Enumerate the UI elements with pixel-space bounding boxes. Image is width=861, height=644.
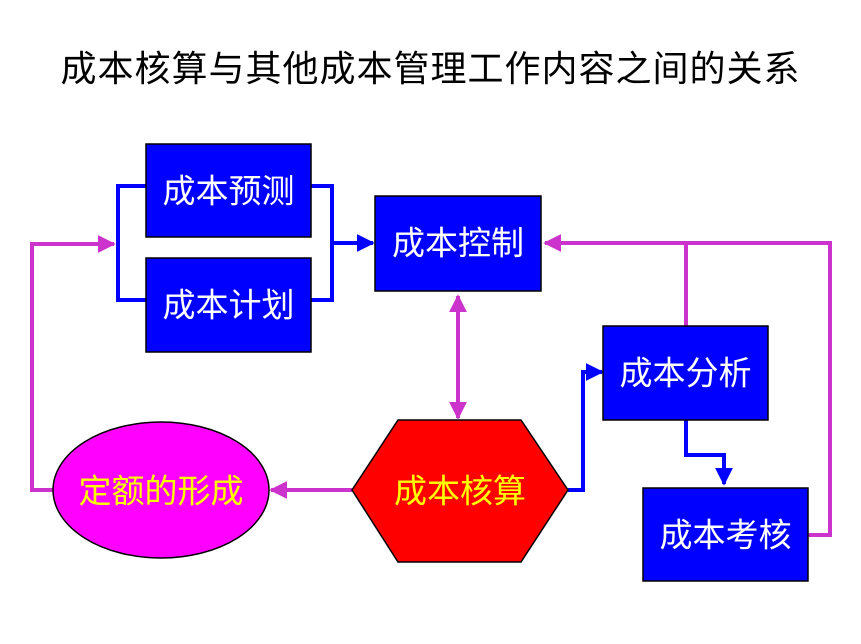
node-analysis-label: 成本分析	[620, 354, 752, 393]
arrow-quota-to-forecast-plan	[30, 235, 116, 492]
node-plan: 成本计划	[145, 257, 312, 353]
forecast-bracket-right	[311, 184, 334, 243]
node-assessment: 成本考核	[642, 487, 809, 582]
node-accounting-label: 成本核算	[394, 472, 526, 511]
forecast-plan-bracket-left	[116, 184, 146, 302]
arrow-analysis-to-assessment	[684, 420, 733, 486]
arrow-assessment-to-control	[543, 234, 832, 537]
node-accounting: 成本核算	[351, 419, 569, 563]
node-control: 成本控制	[374, 195, 542, 292]
node-forecast: 成本预测	[145, 143, 312, 238]
node-quota: 定额的形成	[52, 421, 270, 559]
arrow-accounting-to-analysis	[568, 363, 604, 492]
node-forecast-label: 成本预测	[163, 172, 295, 211]
plan-bracket-right	[311, 243, 334, 302]
node-assessment-label: 成本考核	[660, 516, 792, 555]
node-plan-label: 成本计划	[163, 286, 295, 325]
node-control-label: 成本控制	[392, 224, 524, 263]
node-quota-label: 定额的形成	[79, 472, 244, 511]
node-analysis: 成本分析	[602, 325, 769, 421]
page-title: 成本核算与其他成本管理工作内容之间的关系	[60, 49, 801, 90]
